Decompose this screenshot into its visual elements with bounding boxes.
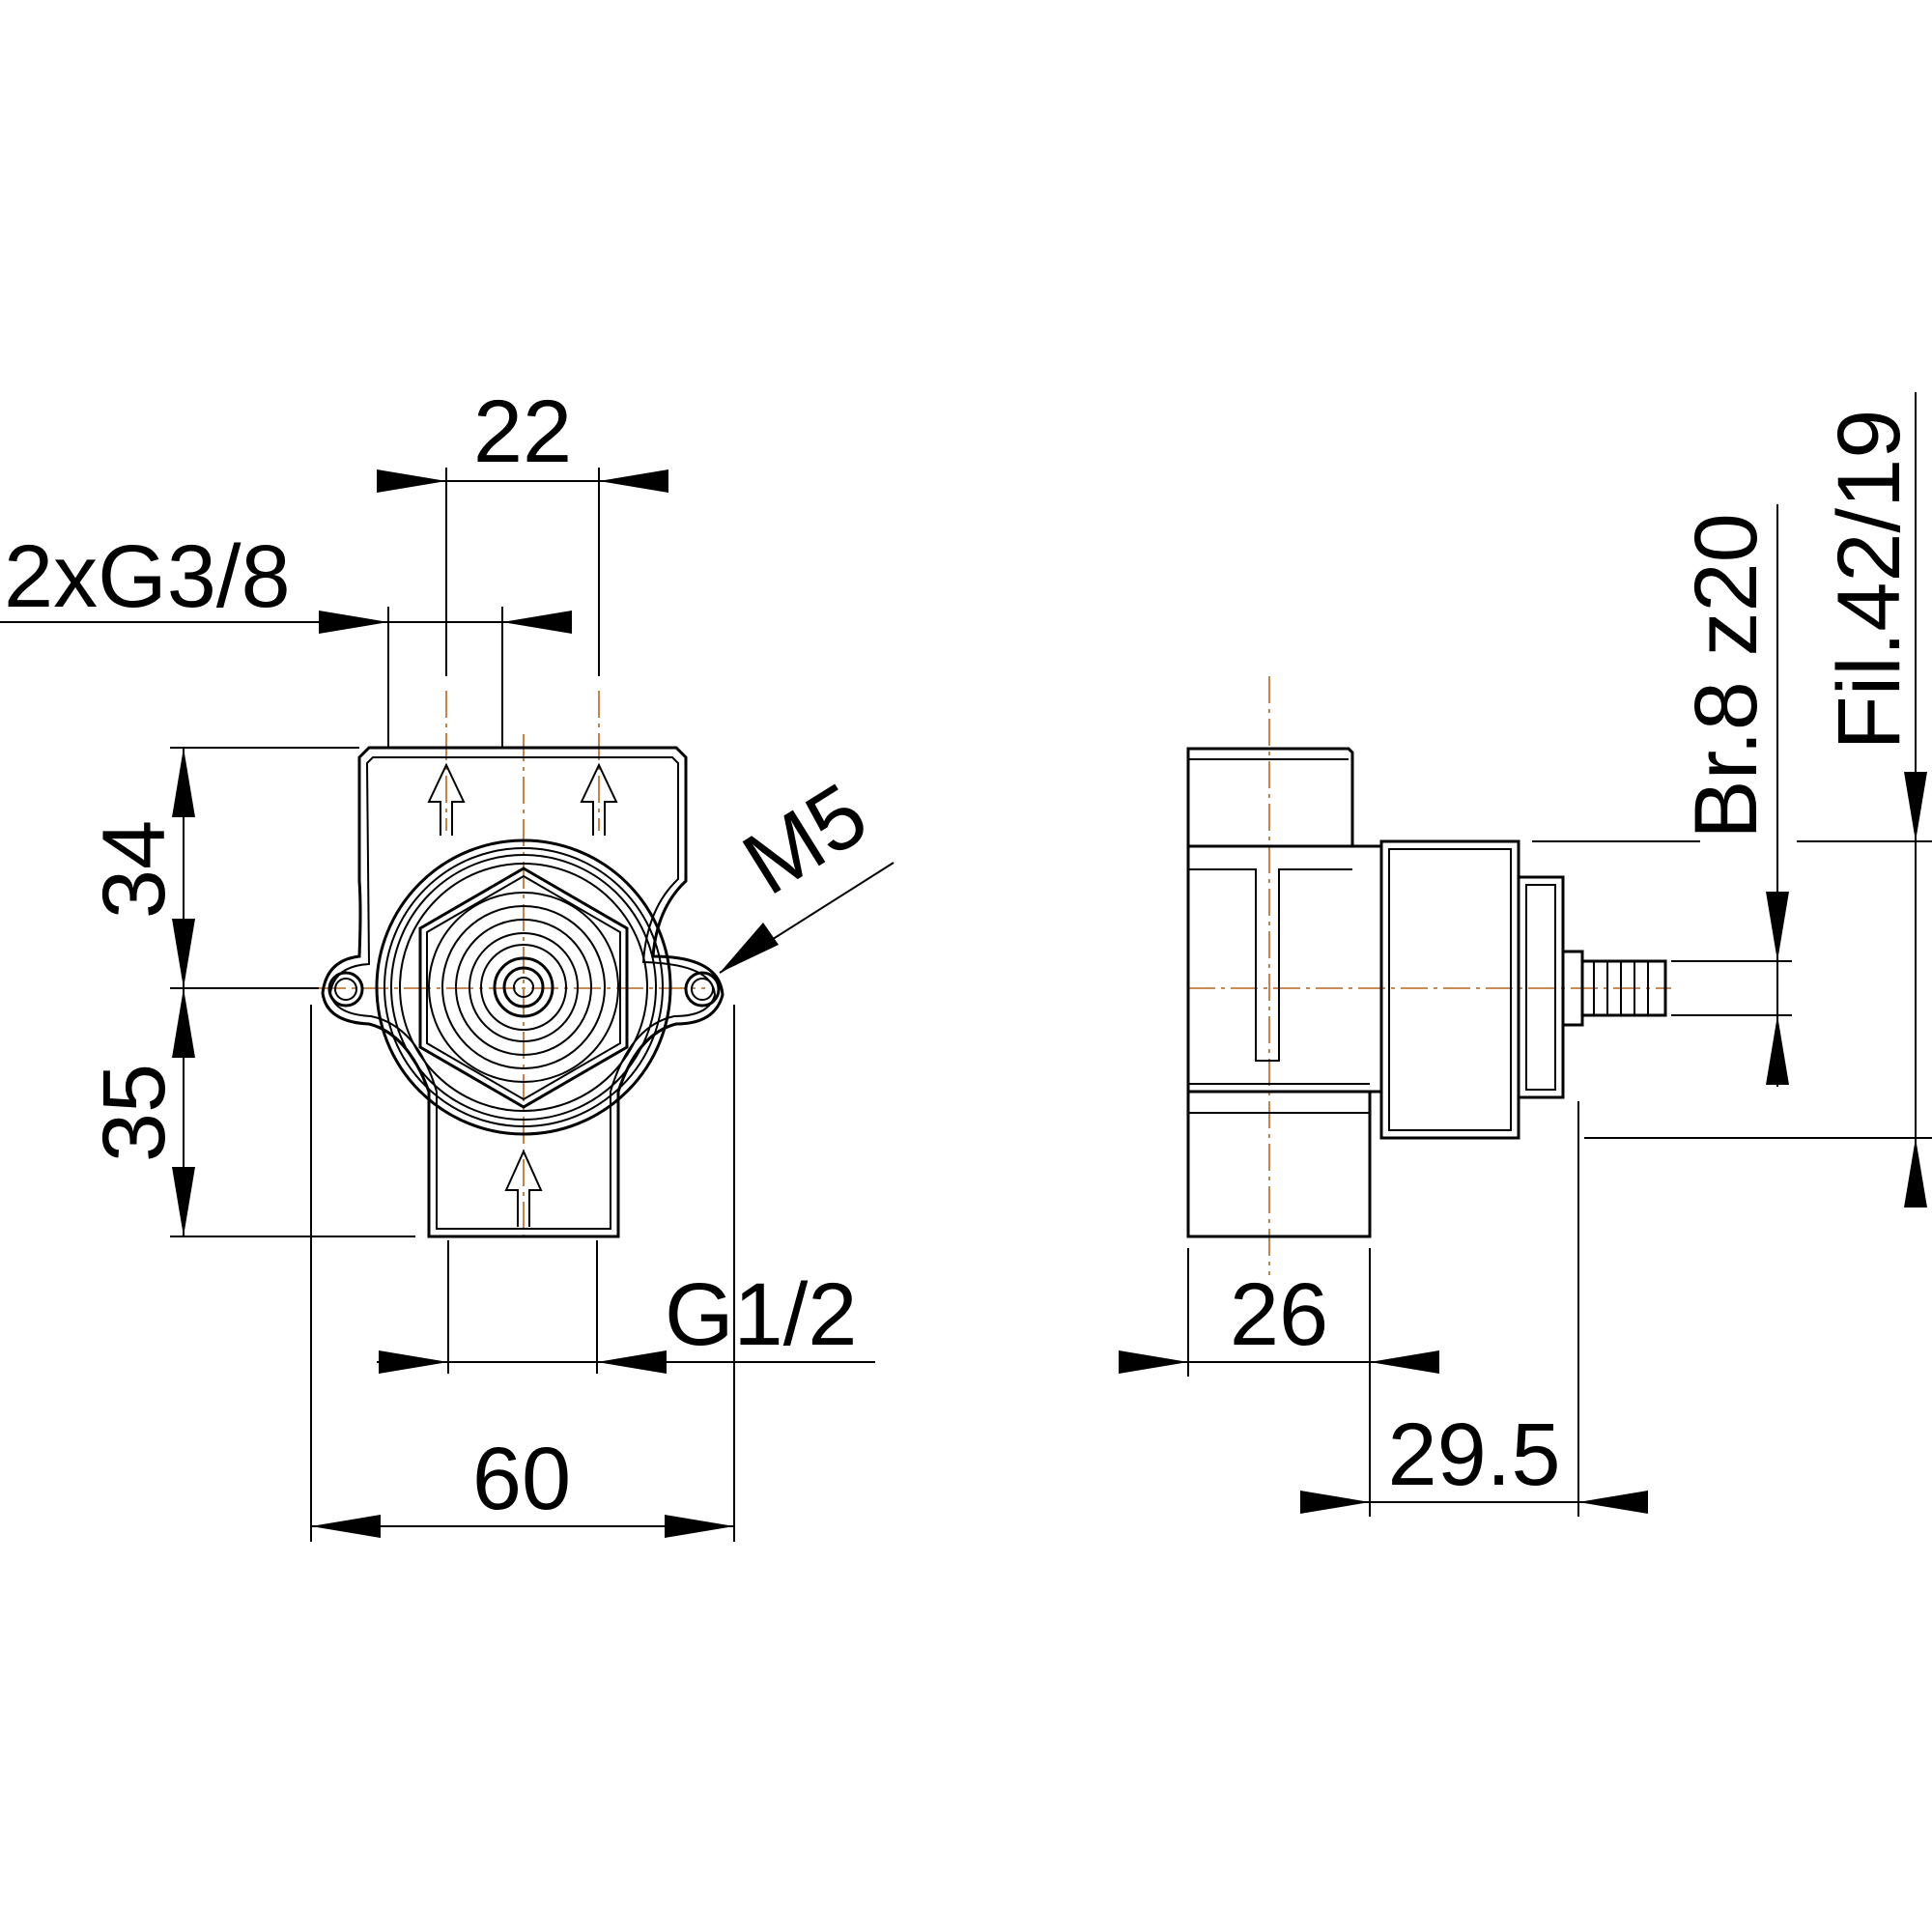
dimension-26: 26 (1119, 1248, 1439, 1377)
dimension-outlet-thread-label: G1/2 (665, 1265, 857, 1364)
dimension-22: 22 (377, 383, 668, 676)
side-body-lower-block (1186, 1090, 1372, 1238)
dimension-60: 60 (310, 1005, 735, 1542)
dimension-outlet-thread: G1/2 (377, 1240, 875, 1374)
side-body-outline (1186, 747, 1354, 848)
dimension-m5-label: M5 (726, 765, 883, 914)
cartridge-rings (375, 838, 672, 1136)
dimension-22-label: 22 (473, 383, 572, 481)
dimension-vertical: 34 35 (85, 747, 415, 1237)
dimension-thread: Fil.42/19 (1532, 392, 1932, 1208)
dimension-inlet-thread-label: 2xG3/8 (4, 527, 291, 626)
side-cartridge (1379, 839, 1520, 1140)
dimension-34-label: 34 (85, 820, 184, 919)
front-view: 22 2xG3/8 34 35 M5 (0, 383, 895, 1542)
dimension-thread-label: Fil.42/19 (1820, 410, 1918, 751)
dimension-35-label: 35 (85, 1064, 184, 1162)
mount-hole-left (327, 971, 364, 1008)
mount-hole-right (684, 971, 721, 1008)
dimension-spline: Br.8 z20 (1671, 504, 1792, 1087)
dimension-60-label: 60 (472, 1430, 571, 1528)
spindle-inner (502, 966, 545, 1009)
dimension-29-5: 29.5 (1300, 1101, 1648, 1517)
side-cartridge-collar (1517, 875, 1565, 1099)
dimension-spline-label: Br.8 z20 (1677, 513, 1776, 839)
dimension-26-label: 26 (1230, 1265, 1328, 1364)
side-body-channel (1188, 868, 1370, 1114)
dimension-inlet-thread: 2xG3/8 (0, 527, 572, 748)
side-body-mid (1186, 844, 1383, 1094)
spindle-outer (493, 956, 554, 1018)
dimension-29-5-label: 29.5 (1387, 1406, 1560, 1504)
front-centerlines (319, 691, 705, 1236)
side-spindle-spline (1580, 959, 1667, 1017)
valve-body-inner-outline (328, 756, 717, 1230)
side-view: 26 29.5 Br.8 z20 Fil.4 (1119, 392, 1932, 1517)
flow-arrow-outlet (504, 1149, 543, 1227)
mount-hole-left-inner (334, 978, 357, 1001)
flow-arrow-inlet-left (427, 762, 466, 836)
spindle-core (513, 977, 534, 998)
leader-m5: M5 (719, 765, 895, 974)
mount-hole-right-inner (691, 978, 714, 1001)
flow-arrow-inlet-right (580, 762, 618, 836)
